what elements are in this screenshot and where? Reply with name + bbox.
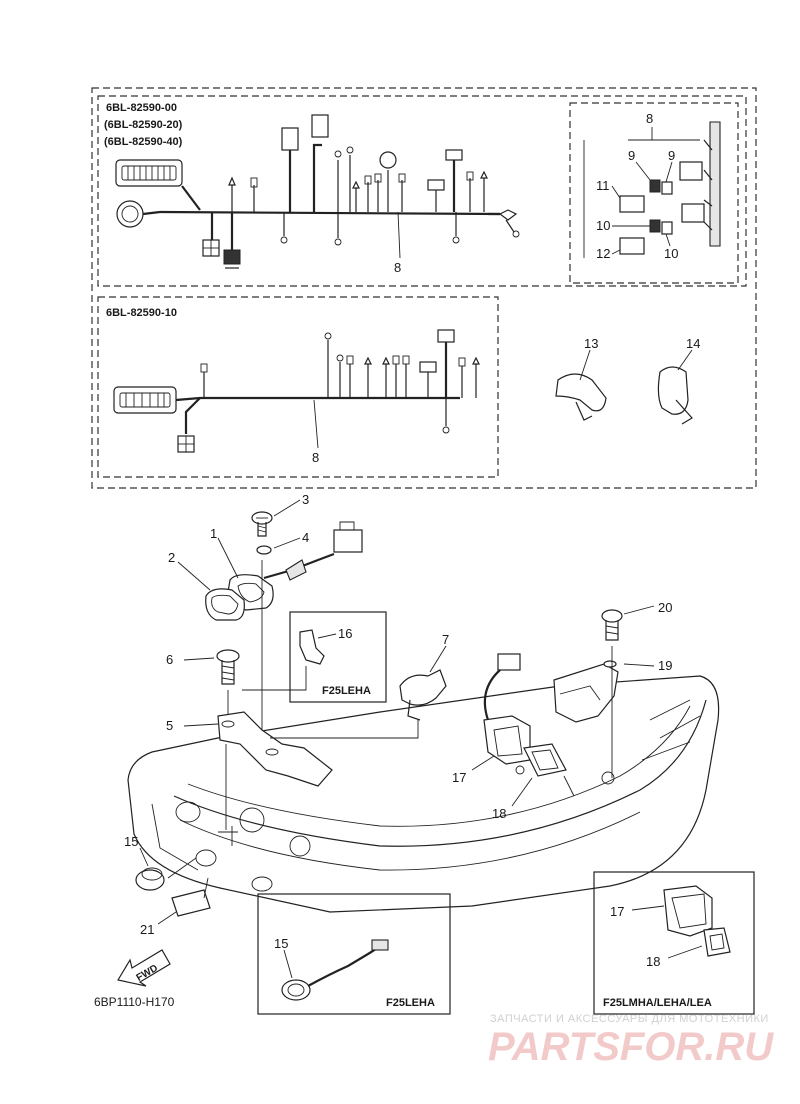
- harness-kit-frame: [91, 87, 757, 489]
- callout-13: 13: [584, 336, 598, 351]
- callout-9b: 9: [668, 148, 675, 163]
- f25leha-inset-16: [289, 611, 387, 703]
- callout-17-inset: 17: [610, 904, 624, 919]
- callout-3: 3: [302, 492, 309, 507]
- plug-17: [483, 653, 531, 765]
- kit-code-alt-20: (6BL-82590-20): [104, 119, 183, 131]
- clamp-7: [399, 669, 447, 721]
- f25leha-inset-15: [257, 893, 451, 1015]
- callout-8-alt: 8: [312, 450, 319, 465]
- f25lmha-inset: [593, 871, 755, 1015]
- plug-15: [135, 867, 165, 891]
- bolt-20: [601, 609, 623, 641]
- callout-12: 12: [596, 246, 610, 261]
- callout-15-inset: 15: [274, 936, 288, 951]
- grommet-1: [227, 521, 363, 611]
- seal-2: [205, 588, 245, 621]
- connector-detail-box: [569, 102, 739, 284]
- callout-11: 11: [596, 178, 610, 193]
- callout-9a: 9: [628, 148, 635, 163]
- callout-18: 18: [492, 806, 506, 821]
- wire-harness-main: [115, 114, 520, 269]
- washer-4: [256, 545, 272, 555]
- kit-code-alt-40: (6BL-82590-40): [104, 136, 183, 148]
- callout-7: 7: [442, 632, 449, 647]
- bottom-cowling: [127, 675, 720, 913]
- callout-1: 1: [210, 526, 217, 541]
- callout-18-inset: 18: [646, 954, 660, 969]
- clamp-14: [657, 366, 693, 425]
- bracket-5: [217, 711, 333, 787]
- alt-harness-box: [97, 296, 499, 478]
- clamp-13: [555, 373, 607, 421]
- wire-harness-alt: [113, 329, 480, 453]
- callout-4: 4: [302, 530, 309, 545]
- fwd-arrow-icon: FWD: [117, 949, 171, 987]
- clip-16: [299, 629, 325, 665]
- callout-8-detail: 8: [646, 111, 653, 126]
- connector-detail: [619, 121, 721, 255]
- plate-19: [553, 660, 619, 723]
- kit-code-main: 6BL-82590-00: [106, 102, 177, 114]
- figure-code: 6BP1110-H170: [94, 995, 175, 1009]
- callout-15: 15: [124, 834, 138, 849]
- callout-10a: 10: [596, 218, 610, 233]
- kit-code-10: 6BL-82590-10: [106, 307, 177, 319]
- watermark-brand: PARTSFOR.RU: [488, 1025, 774, 1069]
- callout-6: 6: [166, 652, 173, 667]
- plug-17-inset: [663, 885, 713, 937]
- callout-5: 5: [166, 718, 173, 733]
- seal-18: [523, 743, 567, 777]
- callout-14: 14: [686, 336, 700, 351]
- label-21: [171, 889, 211, 917]
- seal-18-inset: [703, 927, 731, 957]
- variant-label-f25lmha: F25LMHA/LEHA/LEA: [603, 997, 712, 1009]
- callout-17: 17: [452, 770, 466, 785]
- screw-3: [251, 511, 273, 537]
- callout-8: 8: [394, 260, 401, 275]
- main-harness-box: [97, 95, 747, 287]
- callout-2: 2: [168, 550, 175, 565]
- sensor-15: [281, 939, 389, 1001]
- bolt-6: [216, 649, 240, 685]
- variant-label-f25leha-2: F25LEHA: [386, 997, 435, 1009]
- callout-16: 16: [338, 626, 352, 641]
- callout-21: 21: [140, 922, 154, 937]
- callout-19: 19: [658, 658, 672, 673]
- callout-10b: 10: [664, 246, 678, 261]
- watermark-caption: ЗАПЧАСТИ И АКСЕССУАРЫ ДЛЯ МОТОТЕХНИКИ: [490, 1013, 769, 1025]
- callout-20: 20: [658, 600, 672, 615]
- variant-label-f25leha-1: F25LEHA: [322, 685, 371, 697]
